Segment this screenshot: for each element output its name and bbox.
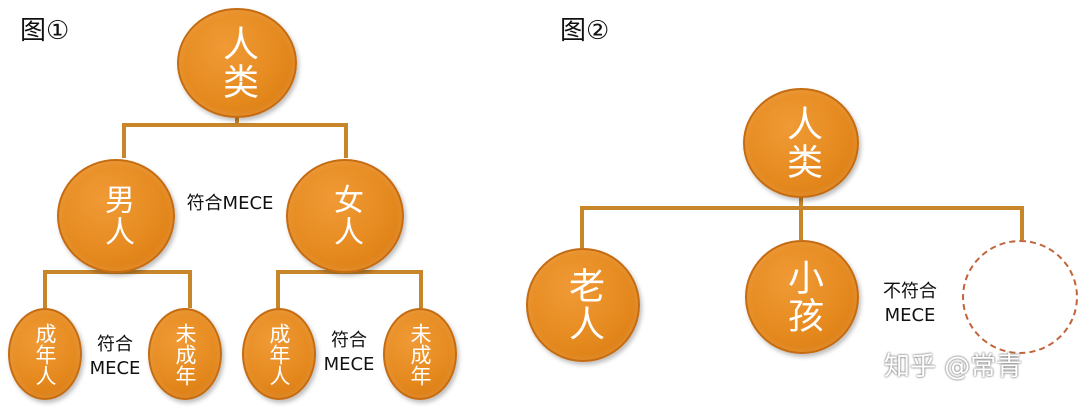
node-label: 女人 — [328, 184, 363, 248]
watermark: 知乎 @常青 — [884, 352, 1023, 382]
node-man: 男人 — [57, 159, 175, 273]
mece-note-right-pair: 符合 MECE — [316, 329, 382, 377]
mece-note-fig2: 不符合 MECE — [872, 280, 948, 328]
node-label: 老人 — [563, 267, 604, 343]
node-label: 成年人 — [33, 322, 57, 386]
note-line: MECE — [323, 354, 375, 375]
node-label: 人类 — [781, 105, 822, 181]
connector-line — [122, 123, 348, 158]
node-woman-minor: 未成年 — [383, 308, 457, 400]
connector-line — [276, 270, 423, 308]
node-elderly: 老人 — [526, 248, 640, 362]
mece-note-level1: 符合MECE — [186, 193, 274, 214]
node-man-minor: 未成年 — [148, 308, 222, 400]
node-root-fig1: 人类 — [177, 8, 297, 118]
node-man-adult: 成年人 — [8, 308, 82, 400]
figure2-title: 图② — [560, 16, 610, 46]
note-line: 符合 — [97, 334, 133, 355]
node-woman-adult: 成年人 — [242, 308, 316, 400]
node-woman: 女人 — [286, 159, 404, 273]
node-label: 男人 — [99, 184, 134, 248]
missing-node-placeholder — [962, 240, 1078, 354]
note-line: 不符合 — [883, 281, 937, 302]
node-label: 未成年 — [408, 322, 432, 386]
node-label: 成年人 — [267, 322, 291, 386]
note-line: 符合 — [331, 330, 367, 351]
node-label: 人类 — [217, 25, 258, 101]
figure1-title: 图① — [20, 16, 70, 46]
node-label: 未成年 — [173, 322, 197, 386]
mece-note-left-pair: 符合 MECE — [82, 333, 148, 381]
note-line: MECE — [884, 305, 936, 326]
note-line: MECE — [89, 358, 141, 379]
node-root-fig2: 人类 — [743, 88, 859, 198]
connector-line — [43, 270, 192, 308]
node-label: 小孩 — [782, 259, 823, 335]
node-child: 小孩 — [745, 240, 859, 354]
